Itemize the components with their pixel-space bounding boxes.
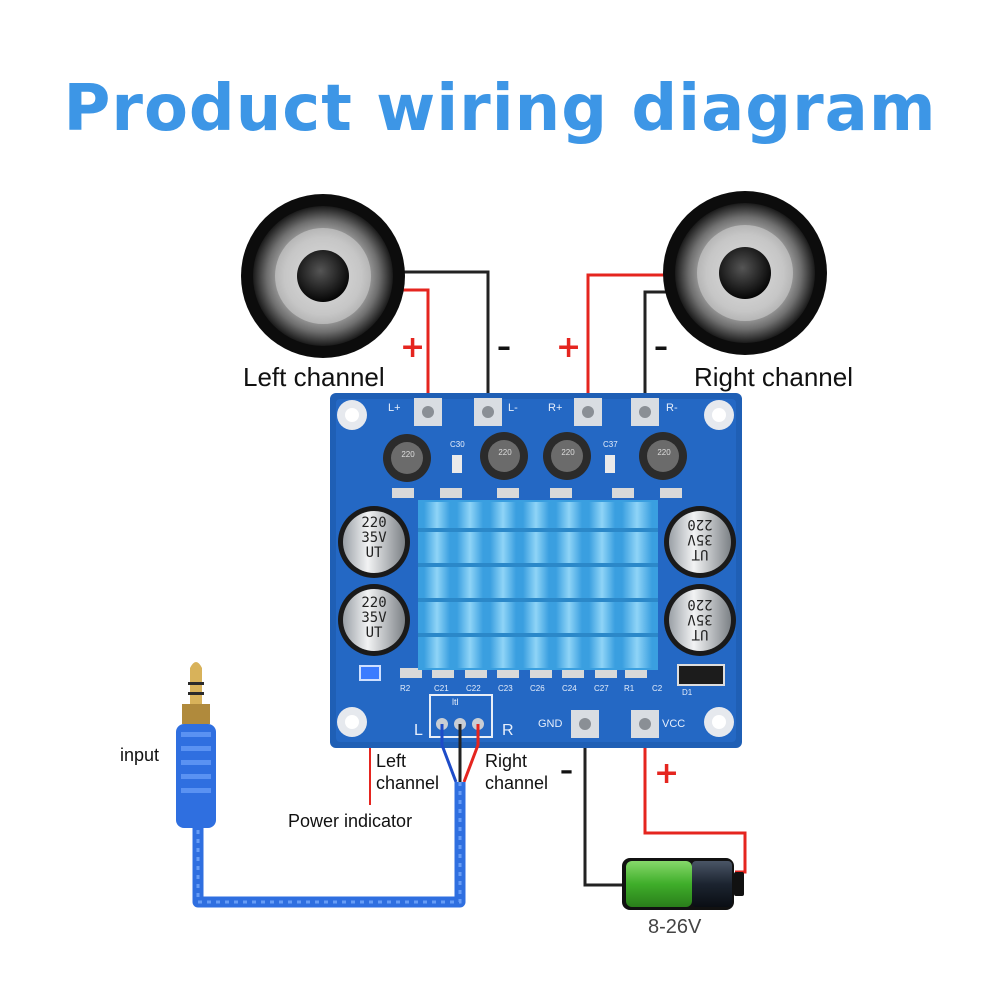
silk-c23: C23 [498, 684, 513, 693]
terminal-label-r-minus: R- [666, 402, 678, 414]
gnd-wire [583, 740, 628, 887]
inductor-label-4: 220 [657, 448, 671, 457]
silk-c24: C24 [562, 684, 577, 693]
input-header-r: R [502, 722, 514, 739]
gnd-minus-sign: – [560, 756, 573, 786]
right-channel-label: Right channel [694, 362, 853, 392]
left-positive-wire [400, 288, 430, 398]
inductors [383, 432, 687, 482]
terminal-label-vcc: VCC [662, 718, 686, 730]
capacitor-label-2: 220 35V UT [361, 595, 387, 641]
capacitor-label-1: 220 35V UT [361, 515, 387, 561]
silk-c30: C30 [450, 440, 465, 449]
audio-jack-plug [176, 662, 216, 828]
mounting-holes [337, 400, 734, 737]
silk-r1: R1 [624, 684, 635, 693]
terminal-label-gnd: GND [538, 718, 563, 730]
left-minus-sign: – [497, 330, 511, 363]
inductor-label-2: 220 [498, 448, 512, 457]
input-header-l: L [414, 722, 423, 739]
battery [622, 858, 744, 910]
input-label: input [120, 745, 160, 765]
silk-c27: C27 [594, 684, 609, 693]
voltage-label: 8-26V [648, 916, 702, 938]
page-title: Product wiring diagram [63, 72, 937, 146]
terminal-label-l-minus: L- [508, 402, 518, 414]
jack-left-channel-label: Left channel [376, 751, 440, 793]
terminal-label-l-plus: L+ [388, 402, 401, 414]
speaker-wires [400, 270, 668, 398]
power-indicator-led [359, 665, 381, 681]
vcc-plus-sign: + [654, 756, 680, 791]
power-indicator-label: Power indicator [288, 811, 413, 831]
left-channel-label: Left channel [243, 362, 385, 392]
right-plus-sign: + [556, 330, 582, 365]
amplifier-board [330, 393, 742, 748]
capacitor-label-4: UT 35V 220 [687, 596, 713, 642]
left-signal-wire [440, 724, 458, 783]
terminal-pads [414, 398, 659, 738]
capacitor-label-3: UT 35V 220 [687, 516, 713, 562]
silk-d1: D1 [682, 688, 693, 697]
smd-components [392, 455, 725, 686]
heatsink [418, 500, 658, 670]
audio-cable [192, 782, 466, 908]
jack-right-channel-label: Right channel [485, 751, 549, 793]
input-header-label: ltl [452, 697, 459, 707]
silk-r2: R2 [400, 684, 411, 693]
silk-c2: C2 [652, 684, 663, 693]
inductor-label-1: 220 [401, 450, 415, 459]
right-speaker [663, 191, 827, 355]
input-signal-wires [440, 724, 480, 783]
terminal-label-r-plus: R+ [548, 402, 563, 414]
silk-c37: C37 [603, 440, 618, 449]
electrolytic-capacitors [338, 506, 736, 656]
right-negative-wire [643, 290, 668, 398]
silk-c21: C21 [434, 684, 449, 693]
right-positive-wire [586, 273, 668, 398]
left-negative-wire [402, 270, 490, 398]
left-speaker [241, 194, 405, 358]
right-signal-wire [462, 724, 480, 783]
left-plus-sign: + [400, 330, 426, 365]
inductor-label-3: 220 [561, 448, 575, 457]
silk-c22: C22 [466, 684, 481, 693]
silk-c26: C26 [530, 684, 545, 693]
right-minus-sign: – [654, 330, 668, 363]
